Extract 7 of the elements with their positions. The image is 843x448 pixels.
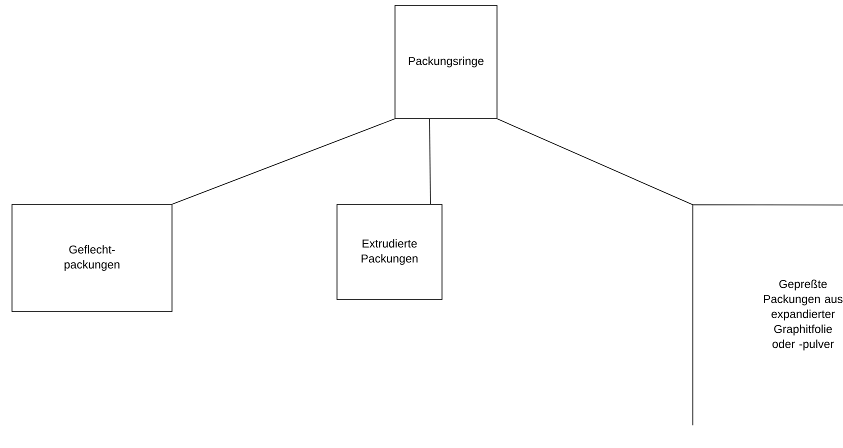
category-box: Gepreßte Packungen aus expandierter Graphitfolie oder -pulver (692, 204, 843, 426)
category-box: Extrudierte Packungen (336, 204, 442, 300)
category-box: Geflecht- packungen (12, 204, 172, 312)
connector-line (172, 118, 395, 204)
category-box: Packungsringe (394, 5, 498, 119)
connector-line (497, 118, 694, 206)
connector-line (429, 118, 431, 204)
